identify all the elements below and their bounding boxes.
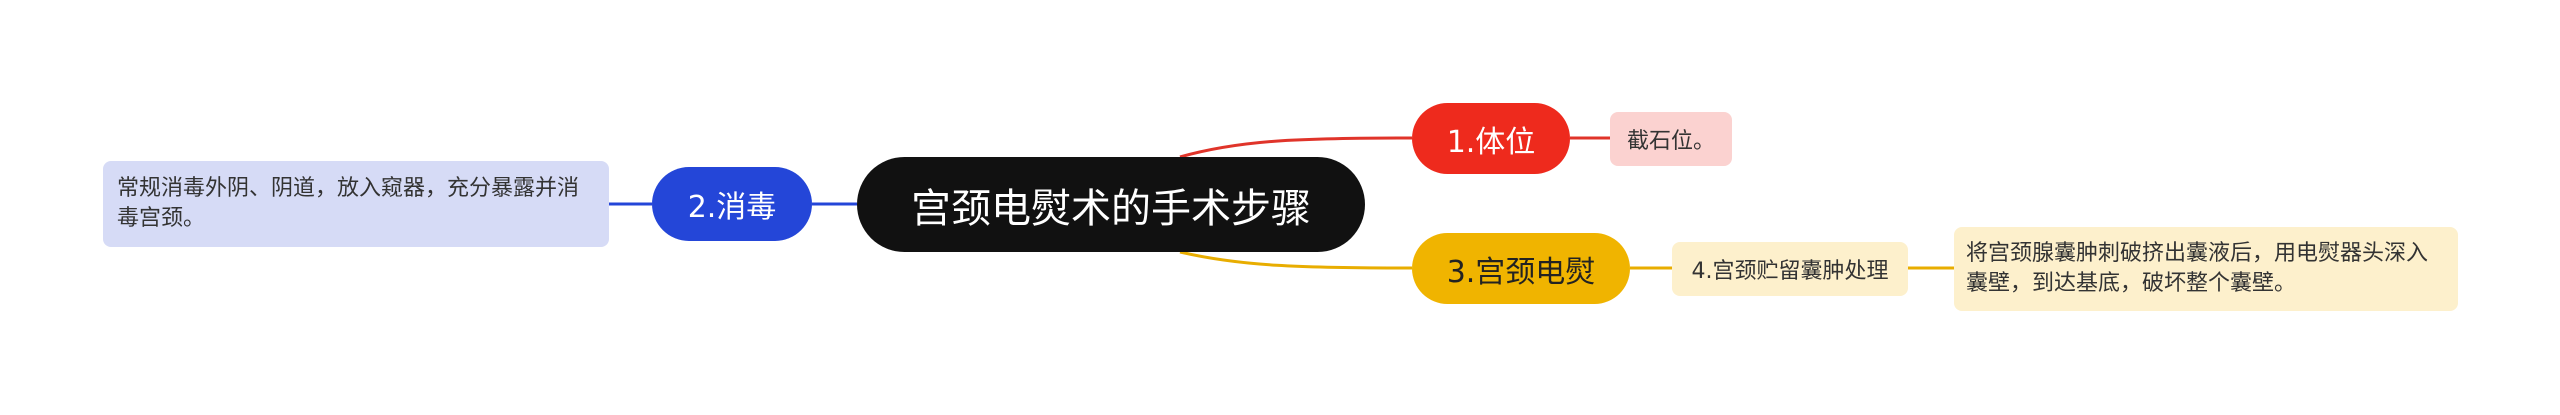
subtopic-lithotomy-position[interactable]: 截石位。 [1610,112,1732,166]
branch-topic-disinfection[interactable]: 2.消毒 [652,167,812,241]
root-topic[interactable]: 宫颈电熨术的手术步骤 [857,157,1365,252]
branch-topic-position[interactable]: 1.体位 [1412,103,1570,174]
subtopic-cyst-handling[interactable]: 4.宫颈贮留囊肿处理 [1672,242,1908,296]
subtopic-cyst-handling-detail[interactable]: 将宫颈腺囊肿刺破挤出囊液后，用电熨器头深入囊壁，到达基底，破坏整个囊壁。 [1954,227,2458,311]
connector-root-branch1 [1179,136,1413,159]
connector-root-branch3 [1179,250,1413,270]
branch-topic-cervical-cautery[interactable]: 3.宫颈电熨 [1412,233,1630,304]
subtopic-disinfection-detail[interactable]: 常规消毒外阴、阴道，放入窥器，充分暴露并消毒宫颈。 [103,161,609,247]
